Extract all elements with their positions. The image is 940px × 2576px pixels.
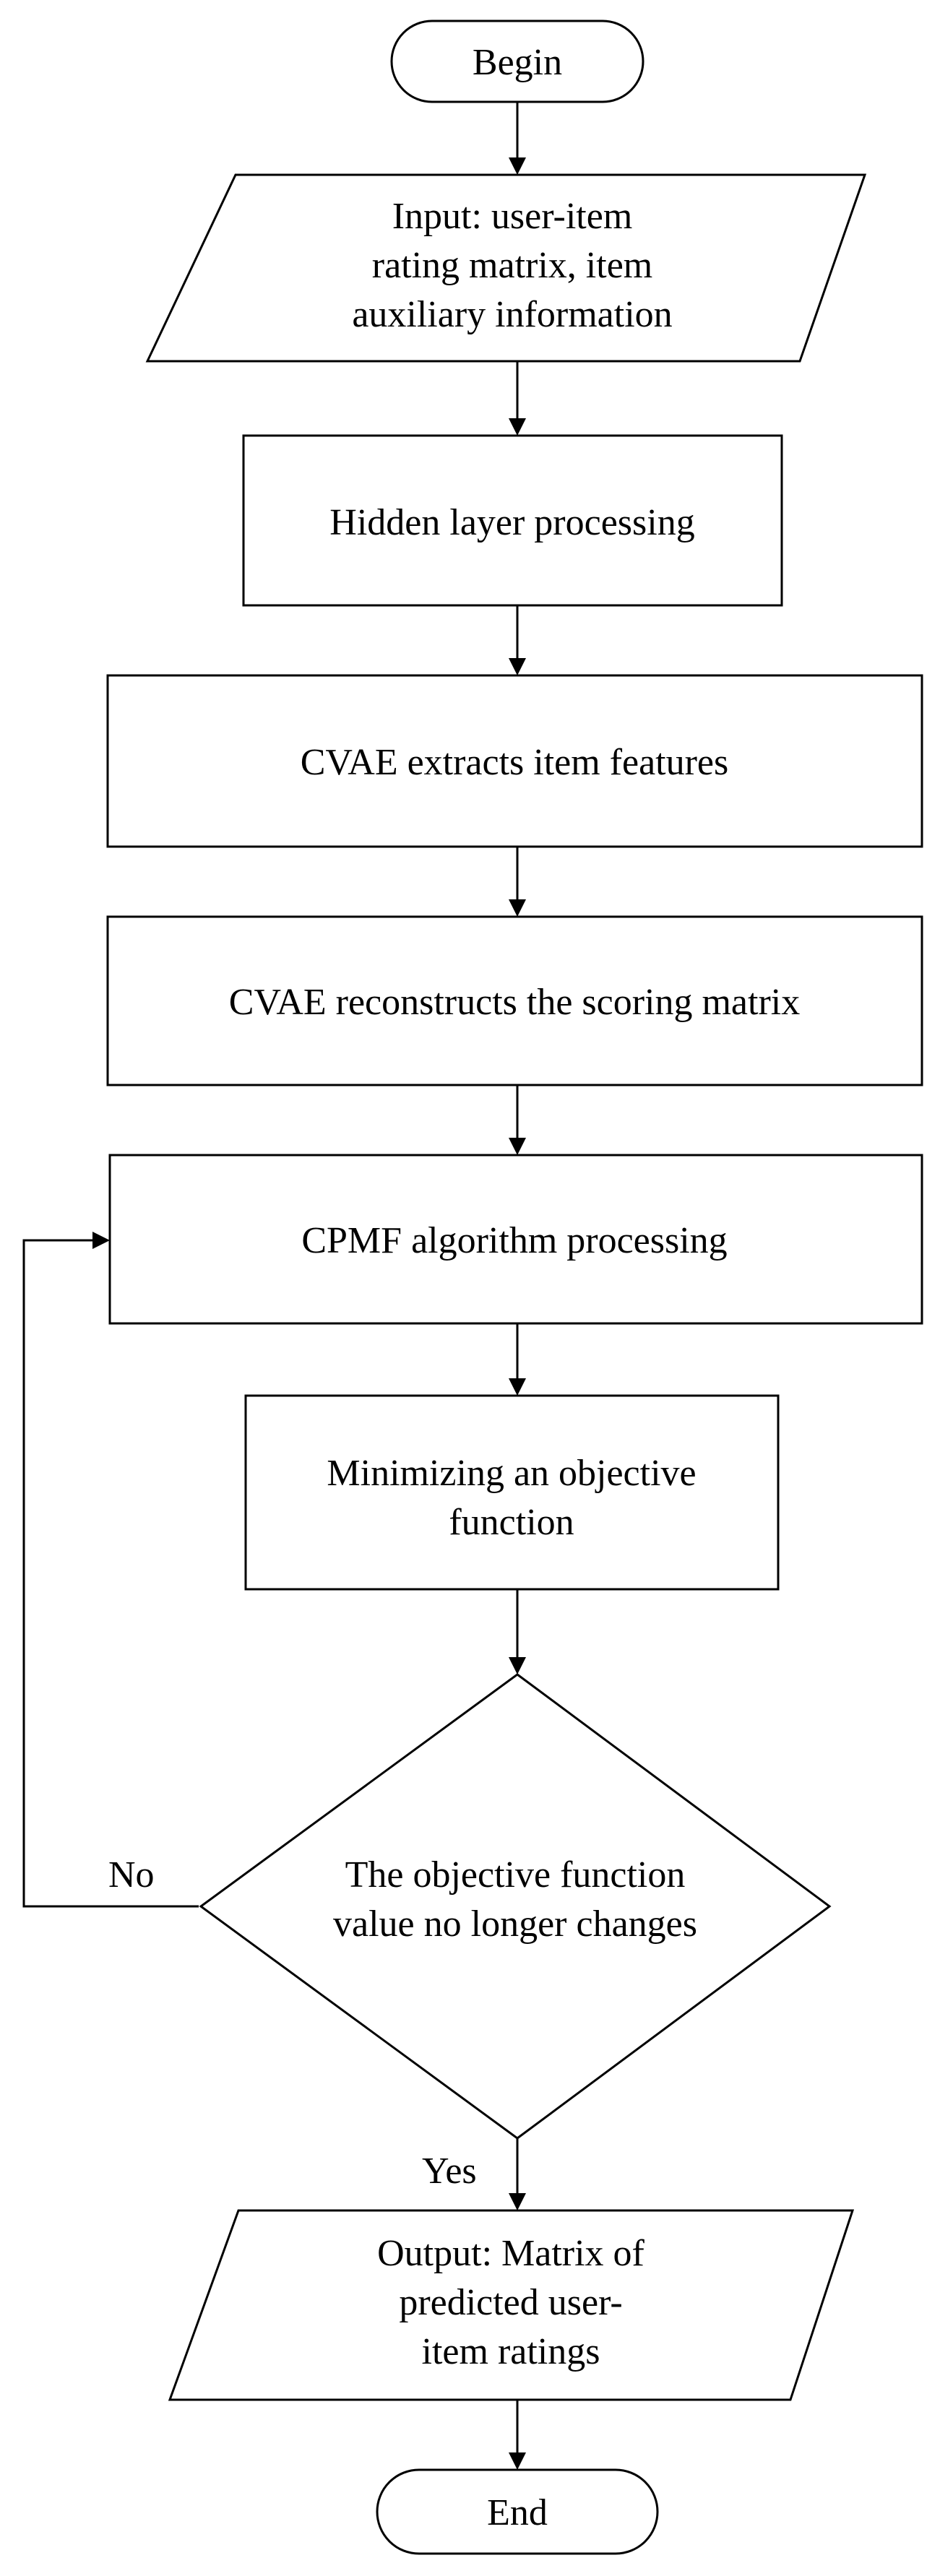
cvae-reconstruct-process-label: CVAE reconstructs the scoring matrix: [229, 982, 800, 1023]
arrowhead-end: [509, 2452, 526, 2470]
input-line-3: auxiliary information: [352, 294, 672, 335]
input-line-2: rating matrix, item: [372, 245, 652, 286]
minimize-objective-process-shape: [244, 1394, 780, 1591]
cvae-extract-process-label: CVAE extracts item features: [301, 742, 729, 783]
minimize-objective-line-1: Minimizing an objective: [327, 1453, 696, 1494]
end-terminal: End: [376, 2468, 659, 2555]
hidden-layer-process-label: Hidden layer processing: [329, 502, 694, 543]
hidden-layer-process-shape: [242, 434, 783, 607]
cpmf-process-label: CPMF algorithm processing: [301, 1220, 727, 1261]
hidden-layer-process-box: Hidden layer processing: [242, 434, 783, 607]
arrowhead-input: [509, 157, 526, 175]
minimize-objective-line-2: function: [449, 1502, 574, 1543]
begin-terminal: Begin: [390, 20, 644, 103]
convergence-decision-diamond: [199, 1673, 832, 2140]
arrowhead-reconstruct: [509, 899, 526, 917]
loop-back-line: [22, 1239, 199, 1908]
input-line-1: Input: user-item: [392, 196, 633, 237]
arrowhead-minimize: [509, 1378, 526, 1396]
arrowhead-decision: [509, 1657, 526, 1674]
output-line-1: Output: Matrix of: [377, 2233, 644, 2274]
cvae-extract-process-box: CVAE extracts item features: [106, 674, 923, 848]
input-data-node: Input: user-item rating matrix, item aux…: [145, 173, 867, 363]
end-terminal-shape: [376, 2468, 659, 2555]
begin-label: Begin: [473, 42, 562, 83]
convergence-decision-node: The objective function value no longer c…: [199, 1673, 832, 2140]
arrowhead-output: [509, 2193, 526, 2210]
output-data-node: Output: Matrix of predicted user- item r…: [168, 2209, 855, 2401]
yes-edge-label: Yes: [422, 2151, 477, 2192]
output-line-3: item ratings: [422, 2331, 600, 2372]
cvae-reconstruct-process-box: CVAE reconstructs the scoring matrix: [106, 915, 923, 1086]
cvae-extract-process-shape: [106, 674, 923, 848]
begin-terminal-shape: [390, 20, 644, 103]
output-parallelogram: [168, 2209, 855, 2401]
cpmf-process-shape: [108, 1154, 923, 1325]
cpmf-process-box: CPMF algorithm processing: [108, 1154, 923, 1325]
cvae-reconstruct-process-shape: [106, 915, 923, 1086]
arrowhead-hidden: [509, 418, 526, 436]
arrowhead-loop-back: [92, 1232, 110, 1249]
decision-line-2: value no longer changes: [333, 1903, 697, 1945]
output-line-2: predicted user-: [399, 2282, 622, 2323]
arrowhead-cpmf: [509, 1138, 526, 1155]
no-edge-label: No: [108, 1854, 155, 1896]
input-parallelogram: [145, 173, 867, 363]
arrowhead-extract: [509, 658, 526, 675]
minimize-objective-process-box: Minimizing an objective function: [244, 1394, 780, 1591]
decision-line-1: The objective function: [345, 1854, 686, 1896]
connectors: [22, 102, 526, 2470]
end-label: End: [487, 2492, 548, 2533]
